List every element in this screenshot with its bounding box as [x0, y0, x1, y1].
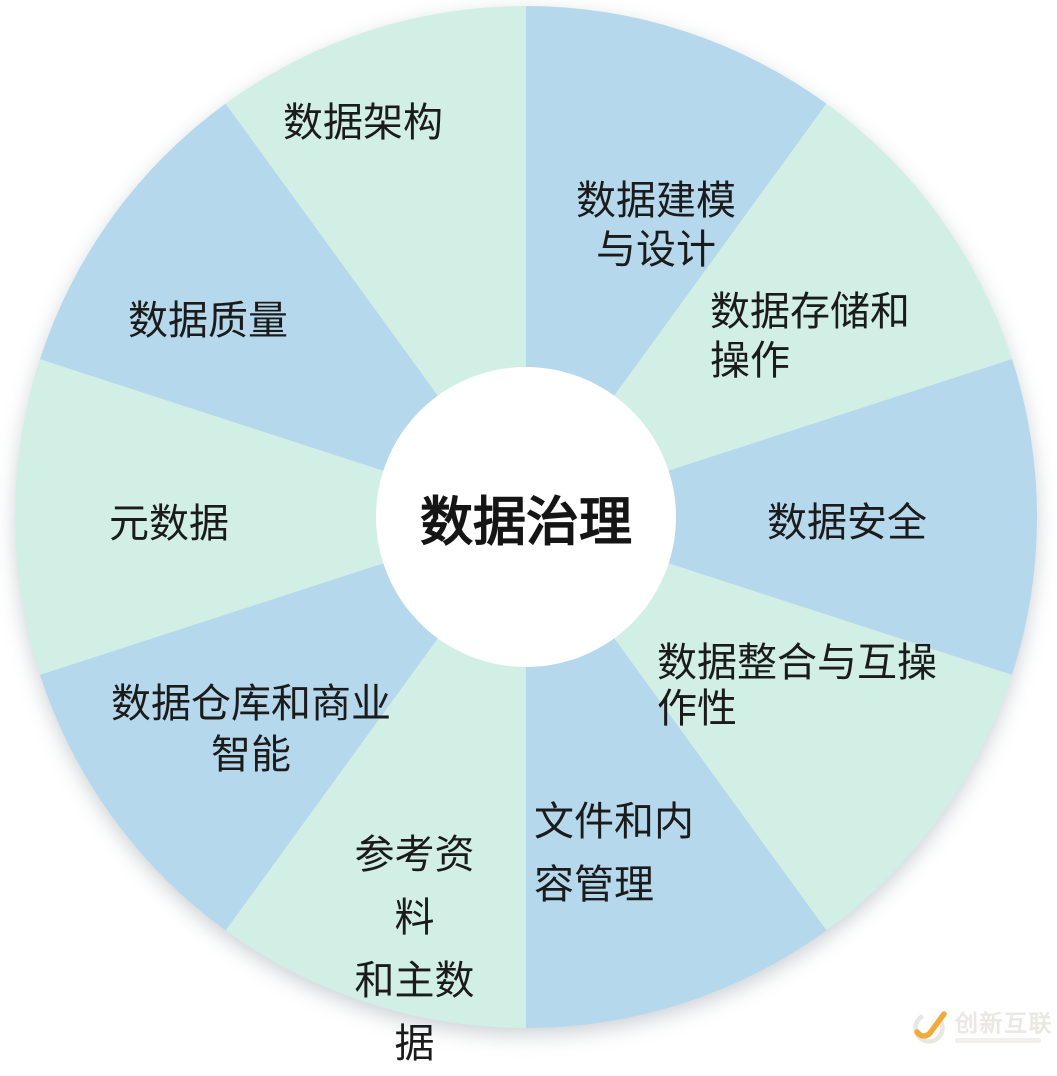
segment-label-reference-master-data: 参考资料 和主数据: [354, 833, 475, 1066]
data-governance-wheel-diagram: 数据建模 与设计 数据存储和 操作 数据安全 数据整合与互操 作性 文件和内 容…: [14, 5, 1053, 1066]
wheel-sector-integration: [613, 563, 1012, 931]
wheel-sector-storage: [613, 103, 1012, 471]
segment-label-data-storage-operations: 数据存储和 操作: [710, 290, 910, 383]
wheel-sector-security: [667, 359, 1038, 675]
center-circle: [376, 367, 676, 667]
segment-label-document-content-mgmt: 文件和内 容管理: [534, 800, 694, 907]
segment-label-data-security: 数据安全: [767, 501, 927, 545]
wheel-sector-reference: [225, 637, 526, 1028]
wheel-sector-warehouse: [40, 563, 439, 931]
center-label: 数据治理: [420, 493, 632, 552]
segment-label-data-architecture: 数据架构: [283, 101, 443, 145]
segment-label-metadata: 元数据: [109, 502, 229, 546]
wheel-sector-modeling: [526, 5, 827, 397]
wheel-sector-document: [526, 637, 827, 1028]
wheel-sector-architecture: [225, 5, 526, 397]
watermark-subtext-strip: [955, 1038, 1041, 1043]
segment-label-data-warehouse-bi: 数据仓库和商业 智能: [111, 682, 391, 777]
watermark: 创新互联: [910, 1008, 1053, 1046]
segment-label-data-integration-interop: 数据整合与互操 作性: [657, 641, 937, 731]
wheel-sector-metadata: [14, 359, 385, 675]
wheel-graphic: [14, 5, 1038, 1028]
cxhl-logo-icon: [913, 1011, 947, 1044]
wheel-sector-quality: [40, 103, 439, 471]
segment-label-data-modeling-design: 数据建模 与设计: [576, 179, 736, 272]
watermark-text: 创新互联: [955, 1010, 1053, 1036]
segment-label-data-quality: 数据质量: [128, 299, 288, 343]
